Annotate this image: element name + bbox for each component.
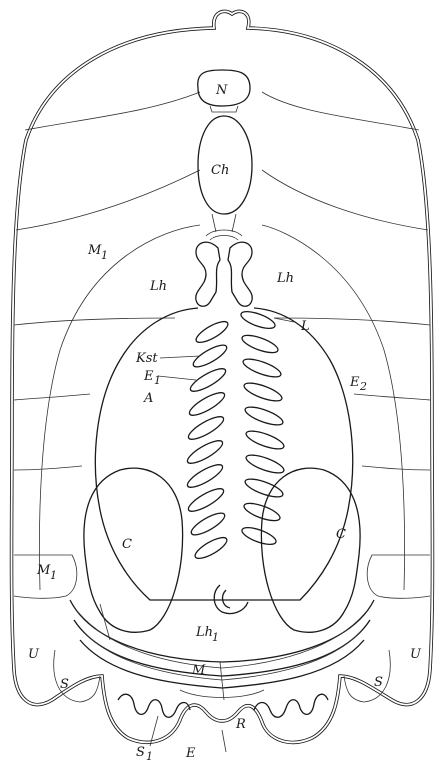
diagram-labels: N Ch M 1 Lh Lh L Kst E 1 E 2 A M 1 C C L… [28, 83, 422, 763]
label-Ch: Ch [211, 163, 229, 178]
label-S-right: S [374, 675, 383, 690]
label-Lh1: Lh [195, 625, 213, 640]
label-M1-low-sub: 1 [50, 569, 57, 582]
label-E2-sub: 2 [359, 380, 367, 393]
label-Lh-left: Lh [149, 279, 167, 294]
label-N: N [215, 83, 228, 98]
velum [214, 585, 248, 614]
label-M: M [191, 663, 206, 678]
label-S1-sub: 1 [146, 750, 153, 763]
label-A: A [143, 391, 153, 406]
label-U-left: U [28, 647, 40, 662]
label-C-left: C [122, 537, 132, 552]
label-Lh-right: Lh [276, 271, 294, 286]
label-M1-low: M [36, 563, 51, 578]
lips [196, 230, 252, 306]
label-E1: E [143, 369, 154, 384]
label-E1-sub: 1 [154, 374, 161, 387]
label-S1: S [136, 745, 145, 760]
label-S-left: S [60, 677, 69, 692]
label-M1-top-sub: 1 [101, 249, 108, 262]
gill-bars-left [185, 318, 231, 562]
ventral-muscle [70, 600, 374, 700]
label-R: R [235, 717, 246, 732]
label-Kst: Kst [135, 351, 158, 366]
label-E2: E [349, 375, 360, 390]
gill-bars-right [239, 308, 286, 548]
inner-cavity [39, 225, 404, 702]
label-Lh1-sub: 1 [212, 631, 219, 644]
label-E: E [185, 746, 196, 761]
label-M1-top: M [87, 243, 102, 258]
label-C-right: C [336, 527, 346, 542]
label-L: L [300, 319, 310, 334]
label-U-right: U [410, 647, 422, 662]
